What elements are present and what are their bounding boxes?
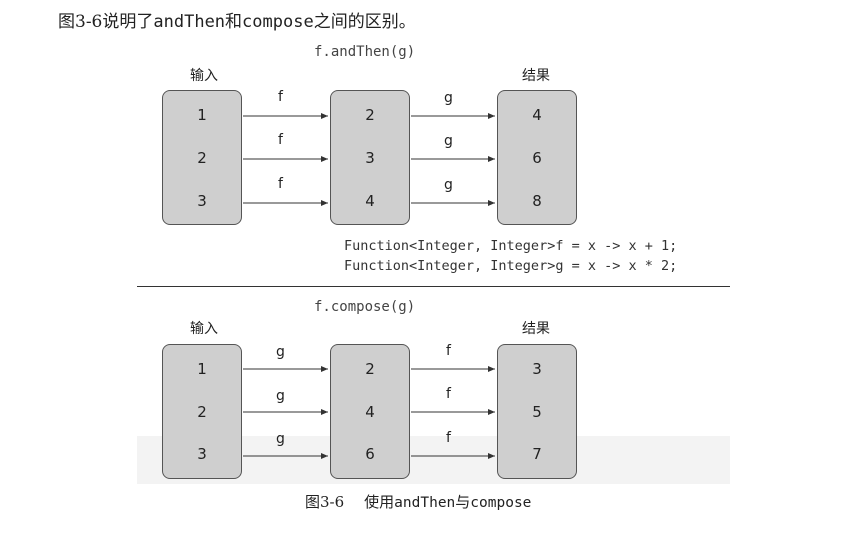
bottom-input-box	[162, 344, 242, 479]
intro-suffix: 之间的区别。	[313, 12, 416, 32]
bottom-second-fn-label: f	[446, 430, 451, 446]
caption-prefix: 使用	[364, 493, 395, 511]
intro-text: 图3-6说明了andThen和compose之间的区别。	[58, 7, 416, 32]
top-second-fn-label: g	[444, 177, 453, 193]
bottom-first-fn-label: g	[276, 388, 285, 404]
intro-code-compose: compose	[242, 12, 314, 32]
bottom-input-value: 1	[197, 360, 207, 378]
bottom-middle-box	[330, 344, 410, 479]
panel-divider	[137, 286, 730, 287]
top-middle-value: 3	[365, 149, 375, 167]
definition-f: Function<Integer, Integer>f = x -> x + 1…	[344, 238, 678, 254]
top-second-fn-label: g	[444, 90, 453, 106]
top-input-value: 3	[197, 192, 207, 210]
top-middle-value: 4	[365, 192, 375, 210]
top-middle-box	[330, 90, 410, 225]
bottom-middle-value: 6	[365, 445, 375, 463]
intro-prefix: 图3-6说明了	[58, 12, 154, 32]
top-result-box	[497, 90, 577, 225]
top-second-fn-label: g	[444, 133, 453, 149]
bottom-result-value: 5	[532, 403, 542, 421]
top-first-fn-label: f	[278, 89, 283, 105]
top-panel-title: f.andThen(g)	[314, 44, 416, 60]
figure-caption: 图3-6 使用andThen与compose	[305, 491, 531, 512]
top-result-label: 结果	[522, 68, 550, 84]
bottom-input-label: 输入	[190, 321, 218, 337]
caption-code-compose: compose	[470, 495, 532, 511]
top-input-label: 输入	[190, 68, 218, 84]
bottom-second-fn-label: f	[446, 343, 451, 359]
top-input-value: 1	[197, 106, 207, 124]
top-result-value: 8	[532, 192, 542, 210]
bottom-result-box	[497, 344, 577, 479]
bottom-second-fn-label: f	[446, 386, 451, 402]
bottom-middle-value: 2	[365, 360, 375, 378]
bottom-first-fn-label: g	[276, 344, 285, 360]
top-first-fn-label: f	[278, 176, 283, 192]
bottom-middle-value: 4	[365, 403, 375, 421]
top-input-box	[162, 90, 242, 225]
bottom-result-label: 结果	[522, 321, 550, 337]
bottom-input-value: 2	[197, 403, 207, 421]
intro-middle: 和	[225, 12, 243, 32]
caption-code-andthen: andThen	[394, 495, 456, 511]
intro-code-andthen: andThen	[153, 12, 226, 32]
bottom-input-value: 3	[197, 445, 207, 463]
caption-number: 图3-6	[305, 493, 345, 511]
top-first-fn-label: f	[278, 132, 283, 148]
top-input-value: 2	[197, 149, 207, 167]
bottom-panel-title: f.compose(g)	[314, 299, 416, 315]
bottom-result-value: 7	[532, 445, 542, 463]
caption-middle: 与	[455, 493, 471, 511]
top-result-value: 6	[532, 149, 542, 167]
top-middle-value: 2	[365, 106, 375, 124]
bottom-first-fn-label: g	[276, 431, 285, 447]
top-result-value: 4	[532, 106, 542, 124]
definition-g: Function<Integer, Integer>g = x -> x * 2…	[344, 258, 678, 274]
bottom-result-value: 3	[532, 360, 542, 378]
